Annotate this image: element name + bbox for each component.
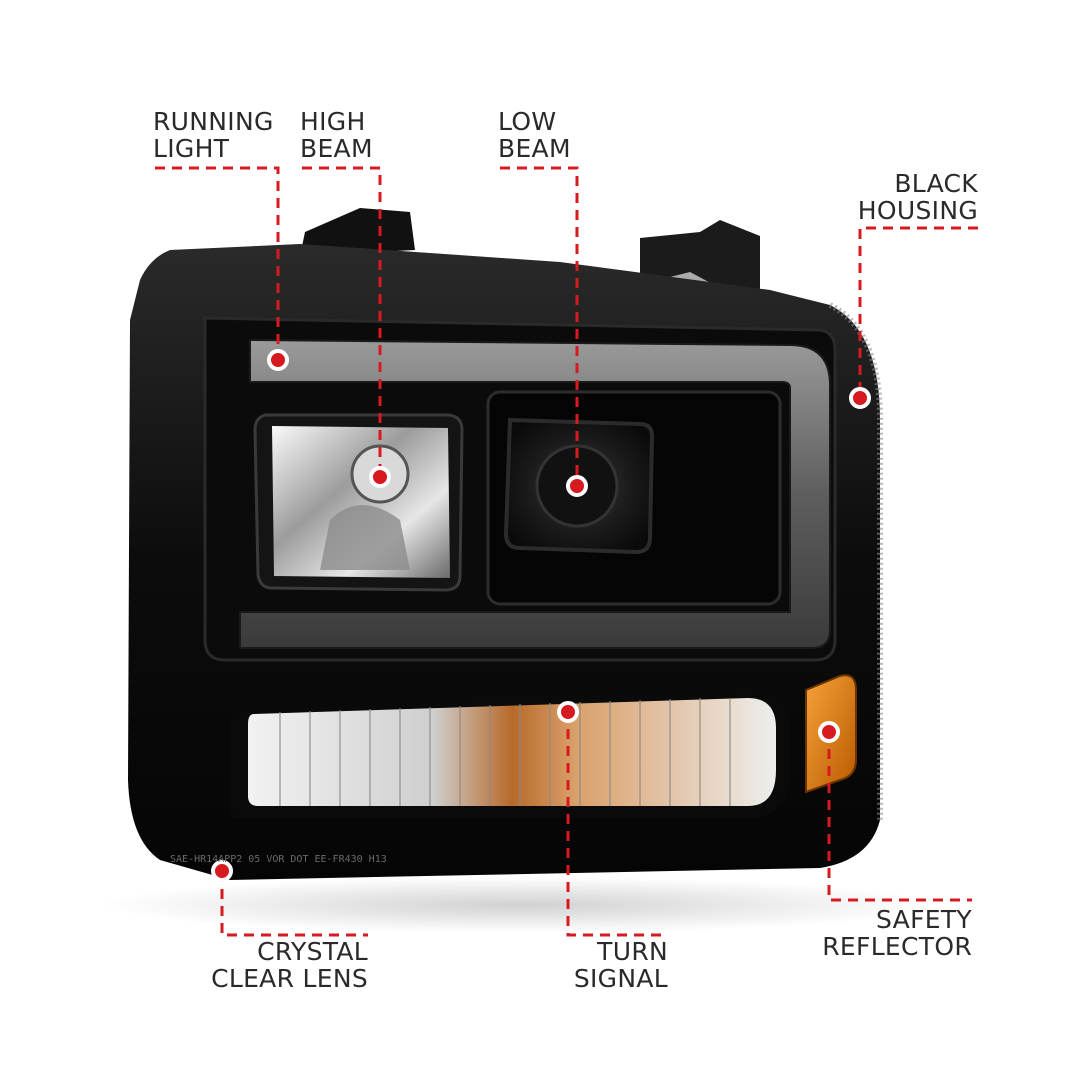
callout-line-safety-reflector bbox=[827, 732, 972, 902]
label-safety-reflector-line2: REFLECTOR bbox=[822, 932, 972, 961]
callout-line-crystal-clear-lens bbox=[220, 872, 368, 937]
dot-running-light bbox=[267, 349, 289, 371]
label-running-light: RUNNING LIGHT bbox=[153, 108, 274, 162]
label-low-beam-line1: LOW bbox=[498, 107, 557, 136]
dot-safety-reflector bbox=[818, 721, 840, 743]
label-high-beam: HIGH BEAM bbox=[300, 108, 373, 162]
callout-line-low-beam bbox=[500, 166, 579, 486]
label-low-beam-line2: BEAM bbox=[498, 134, 571, 163]
label-safety-reflector-line1: SAFETY bbox=[876, 905, 972, 934]
label-turn-signal-line1: TURN bbox=[597, 937, 668, 966]
mount-tab-left bbox=[300, 208, 415, 256]
dot-crystal-clear-lens bbox=[211, 860, 233, 882]
dot-high-beam bbox=[369, 466, 391, 488]
c-light-bar bbox=[239, 338, 831, 649]
label-black-housing: BLACK HOUSING bbox=[858, 170, 978, 224]
label-running-light-line1: RUNNING bbox=[153, 107, 274, 136]
label-turn-signal: TURN SIGNAL bbox=[574, 938, 668, 992]
label-high-beam-line2: BEAM bbox=[300, 134, 373, 163]
label-black-housing-line2: HOUSING bbox=[857, 196, 978, 225]
callout-line-high-beam bbox=[302, 166, 382, 476]
label-crystal-clear-lens-line2: CLEAR LENS bbox=[211, 964, 368, 993]
label-running-light-line2: LIGHT bbox=[153, 134, 230, 163]
ground-shadow bbox=[100, 877, 940, 933]
high-beam-socket bbox=[320, 505, 410, 570]
label-low-beam: LOW BEAM bbox=[498, 108, 571, 162]
housing-rim-highlight bbox=[828, 302, 883, 820]
label-high-beam-line1: HIGH bbox=[300, 107, 366, 136]
callout-line-black-housing bbox=[858, 226, 978, 398]
callout-line-turn-signal bbox=[566, 712, 668, 937]
label-turn-signal-line2: SIGNAL bbox=[573, 964, 668, 993]
turn-signal-ribs bbox=[279, 698, 731, 806]
dot-low-beam bbox=[566, 475, 588, 497]
lens-markings: SAE-HR14APP2 05 VOR DOT EE-FR430 H13 bbox=[170, 854, 387, 865]
label-crystal-clear-lens-line1: CRYSTAL bbox=[257, 937, 368, 966]
turn-signal-lens bbox=[248, 698, 776, 806]
dot-turn-signal bbox=[557, 701, 579, 723]
dot-black-housing bbox=[849, 387, 871, 409]
label-crystal-clear-lens: CRYSTAL CLEAR LENS bbox=[211, 938, 368, 992]
callout-line-running-light bbox=[155, 166, 280, 358]
callout-lines bbox=[155, 166, 978, 937]
label-safety-reflector: SAFETY REFLECTOR bbox=[822, 906, 972, 960]
callout-dots bbox=[211, 349, 871, 882]
label-black-housing-line1: BLACK bbox=[894, 169, 978, 198]
